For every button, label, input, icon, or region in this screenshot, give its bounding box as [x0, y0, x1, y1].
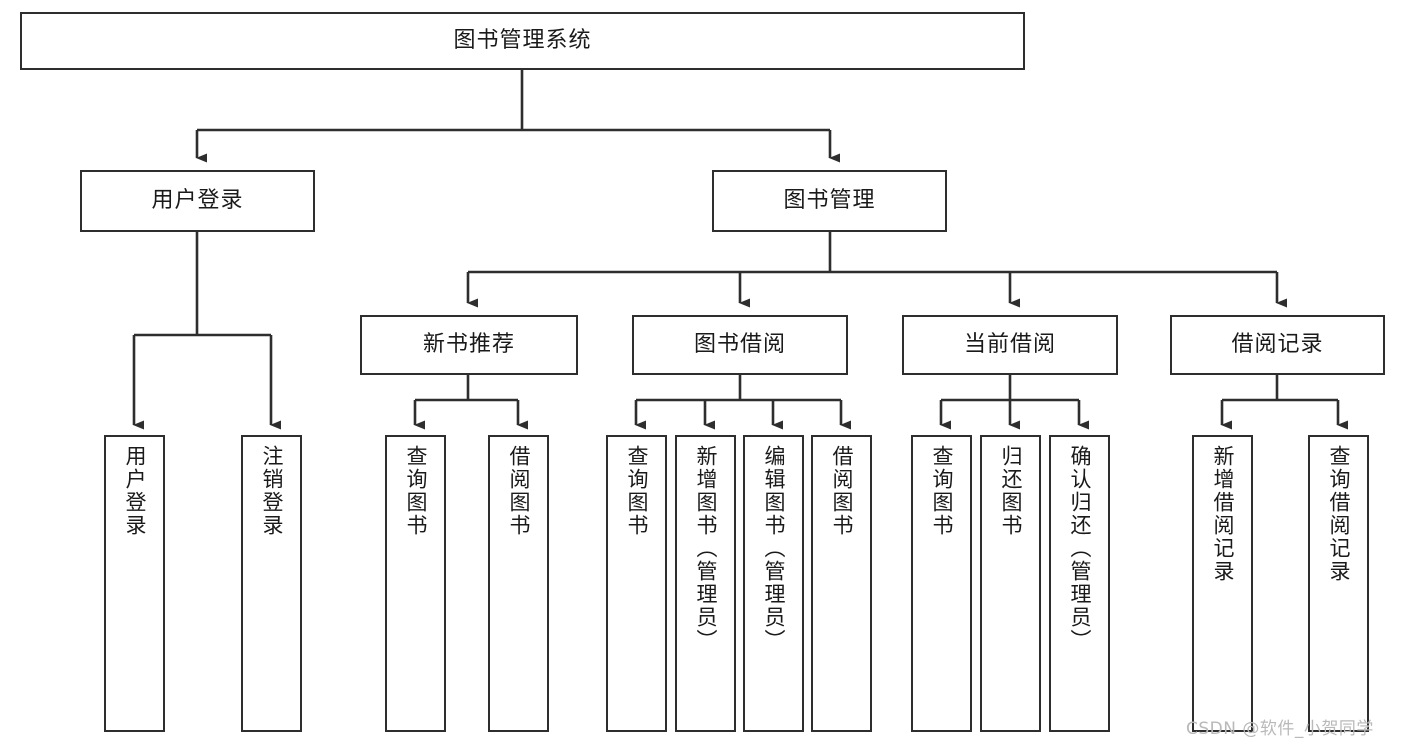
node-root[interactable]: 图书管理系统 — [20, 12, 1025, 70]
node-leaf-query-book-2-label: 查询图书 — [625, 445, 649, 537]
node-borrow-record[interactable]: 借阅记录 — [1170, 315, 1385, 375]
node-current-borrow-label: 当前借阅 — [963, 332, 1056, 358]
node-leaf-query-book-1-label: 查询图书 — [404, 445, 428, 537]
node-new-book-recommend-label: 新书推荐 — [422, 332, 515, 358]
node-leaf-user-login-label: 用户登录 — [123, 445, 147, 537]
node-book-borrow-label: 图书借阅 — [693, 332, 786, 358]
node-leaf-edit-book[interactable]: 编辑图书（管理员） — [743, 435, 804, 732]
node-new-book-recommend[interactable]: 新书推荐 — [360, 315, 578, 375]
node-leaf-query-book-3-label: 查询图书 — [930, 445, 954, 537]
node-leaf-borrow-book-2-label: 借阅图书 — [830, 445, 854, 537]
node-leaf-user-logout[interactable]: 注销登录 — [241, 435, 302, 732]
node-leaf-add-book-label: 新增图书（管理员） — [694, 445, 718, 652]
node-leaf-query-book-3[interactable]: 查询图书 — [911, 435, 972, 732]
node-leaf-confirm-return-label: 确认归还（管理员） — [1068, 445, 1092, 652]
node-root-label: 图书管理系统 — [453, 28, 592, 54]
node-leaf-add-book[interactable]: 新增图书（管理员） — [675, 435, 736, 732]
node-leaf-borrow-book-1[interactable]: 借阅图书 — [488, 435, 549, 732]
node-leaf-user-login[interactable]: 用户登录 — [104, 435, 165, 732]
node-leaf-query-record-label: 查询借阅记录 — [1327, 445, 1351, 583]
node-borrow-record-label: 借阅记录 — [1231, 332, 1324, 358]
node-leaf-return-book[interactable]: 归还图书 — [980, 435, 1041, 732]
node-leaf-user-logout-label: 注销登录 — [260, 445, 284, 537]
node-leaf-borrow-book-2[interactable]: 借阅图书 — [811, 435, 872, 732]
node-leaf-edit-book-label: 编辑图书（管理员） — [762, 445, 786, 652]
node-leaf-query-book-1[interactable]: 查询图书 — [385, 435, 446, 732]
node-leaf-add-record-label: 新增借阅记录 — [1211, 445, 1235, 583]
node-leaf-return-book-label: 归还图书 — [999, 445, 1023, 537]
node-book-manage-label: 图书管理 — [783, 188, 876, 214]
node-leaf-confirm-return[interactable]: 确认归还（管理员） — [1049, 435, 1110, 732]
node-leaf-borrow-book-1-label: 借阅图书 — [507, 445, 531, 537]
node-leaf-query-book-2[interactable]: 查询图书 — [606, 435, 667, 732]
node-leaf-query-record[interactable]: 查询借阅记录 — [1308, 435, 1369, 732]
node-leaf-add-record[interactable]: 新增借阅记录 — [1192, 435, 1253, 732]
node-current-borrow[interactable]: 当前借阅 — [902, 315, 1118, 375]
node-book-borrow[interactable]: 图书借阅 — [632, 315, 848, 375]
node-book-manage[interactable]: 图书管理 — [712, 170, 947, 232]
node-user-login[interactable]: 用户登录 — [80, 170, 315, 232]
node-user-login-label: 用户登录 — [151, 188, 244, 214]
